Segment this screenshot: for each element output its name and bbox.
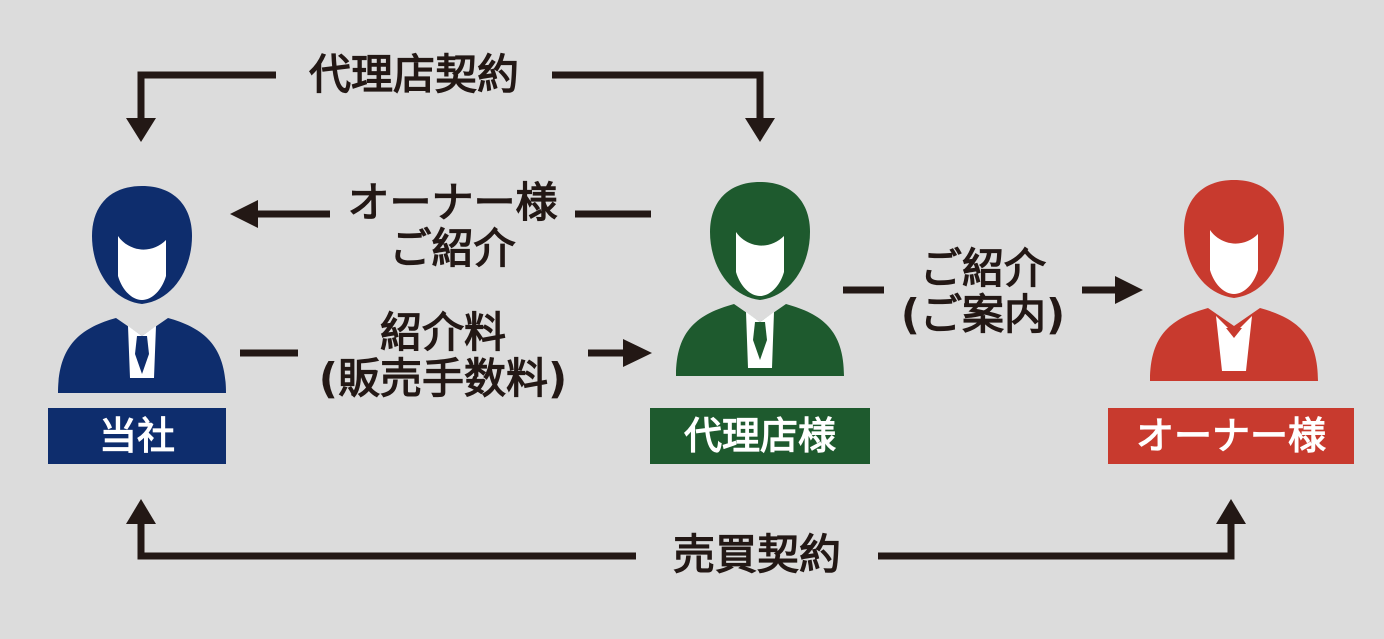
owner-person-icon	[1150, 180, 1318, 381]
arrowhead-up-right	[1216, 499, 1246, 524]
fee-label-line1: 紹介料	[379, 308, 506, 357]
agency-badge: 代理店様	[650, 408, 870, 464]
agency-contract-line-right	[552, 71, 764, 118]
fee-label-line2: (販売手数料)	[318, 354, 568, 403]
agency-contract-label: 代理店契約	[308, 50, 519, 99]
owner-referral-label-line1: オーナー様	[347, 178, 558, 227]
arrowhead-down-right	[745, 118, 775, 142]
arrowhead-down-left	[126, 118, 156, 142]
arrowhead-right-referral	[1115, 276, 1143, 304]
referral-label-line2: (ご案内)	[900, 290, 1066, 339]
arrowhead-up-left	[126, 499, 156, 524]
agency-contract-line-left	[137, 71, 276, 118]
sales-contract-line-left	[137, 522, 636, 560]
arrowhead-left-owner-referral	[230, 200, 258, 228]
owner-badge: オーナー様	[1108, 408, 1354, 464]
sales-contract-label: 売買契約	[672, 530, 841, 579]
referral-label-line1: ご紹介	[919, 244, 1046, 293]
company-badge: 当社	[48, 408, 226, 464]
owner-referral-label-line2: ご紹介	[389, 224, 516, 273]
company-person-icon	[58, 186, 226, 393]
agency-person-icon	[676, 182, 844, 376]
arrowhead-right-fee	[623, 339, 652, 367]
sales-contract-line-right	[878, 522, 1235, 560]
